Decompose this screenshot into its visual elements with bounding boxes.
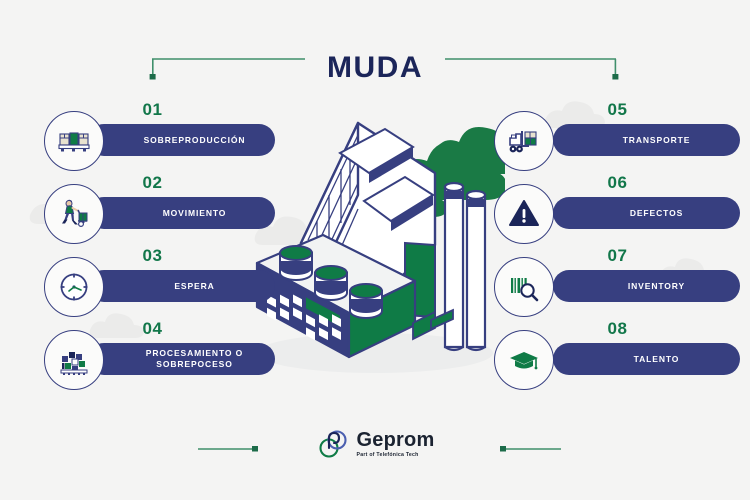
item-icon-circle[interactable] [44,184,104,244]
item-number: 08 [607,319,628,338]
item-number: 07 [607,246,628,265]
logo-tagline: Part of Telefónica Tech [356,452,419,458]
item-number: 04 [142,319,163,338]
item-number: 03 [142,246,163,265]
item-icon-circle[interactable] [494,330,554,390]
isometric-factory-illustration [255,121,505,373]
item-pill[interactable]: TRANSPORTE [553,124,740,156]
clock-icon [60,273,88,301]
item-number: 01 [142,100,163,119]
geprom-mark-icon [318,430,347,458]
list-item[interactable]: 01 SOBREPRODUCCIÓN [30,100,290,173]
item-label: INVENTORY [627,280,686,291]
list-item[interactable]: 03 ESPERA [30,246,290,319]
forklift-icon [509,131,537,153]
item-label: DEFECTOS [629,207,684,218]
list-item[interactable]: 05 TRANSPORTE [480,100,740,173]
item-icon-circle[interactable] [44,330,104,390]
item-number: 05 [607,100,628,119]
list-item[interactable]: 06 DEFECTOS [480,173,740,246]
worker-handtruck-icon [62,199,88,228]
item-pill[interactable]: DEFECTOS [553,197,740,229]
item-icon-circle[interactable] [44,257,104,317]
item-pill[interactable]: MOVIMIENTO [88,197,275,229]
geprom-logo: Geprom Part of Telefónica Tech [0,427,750,461]
item-number: 06 [607,173,628,192]
footer: Geprom Part of Telefónica Tech [0,425,750,485]
item-pill[interactable]: ESPERA [88,270,275,302]
item-pill[interactable]: SOBREPRODUCCIÓN [88,124,275,156]
boxes-conveyor-icon [60,352,88,375]
item-icon-circle[interactable] [494,257,554,317]
list-item[interactable]: 02 MOVIMIENTO [30,173,290,246]
left-column: 01 SOBREPRODUCCIÓN [30,100,290,392]
item-pill[interactable]: PROCESAMIENTO O SOBREPOCESO [88,343,275,375]
pallet-boxes-icon [58,132,90,152]
item-number: 02 [142,173,163,192]
list-item[interactable]: 08 TALENTO [480,319,740,392]
item-label: TRANSPORTE [622,134,691,145]
header: MUDA [0,30,750,90]
page-title: MUDA [327,51,423,84]
list-item[interactable]: 04 PROCESAMIENTO O SOBREPOCESO [30,319,290,392]
warning-triangle-icon [509,200,539,226]
item-label: MOVIMIENTO [162,207,227,218]
item-icon-circle[interactable] [494,111,554,171]
item-pill[interactable]: TALENTO [553,343,740,375]
barcode-search-icon [511,278,539,302]
item-icon-circle[interactable] [494,184,554,244]
item-pill[interactable]: INVENTORY [553,270,740,302]
item-label: PROCESAMIENTO O SOBREPOCESO [145,348,244,369]
item-icon-circle[interactable] [44,111,104,171]
item-label: ESPERA [174,280,215,291]
item-label: SOBREPRODUCCIÓN [143,134,246,145]
right-column: 05 TRANSPORTE [480,100,740,392]
item-label: TALENTO [633,353,680,364]
logo-name: Geprom [356,429,435,451]
header-rule [149,58,619,80]
footer-rule [198,446,561,452]
list-item[interactable]: 07 INVENTORY [480,246,740,319]
logo-text: Geprom Part of Telefónica Tech [357,430,435,458]
graduation-cap-icon [510,352,538,370]
